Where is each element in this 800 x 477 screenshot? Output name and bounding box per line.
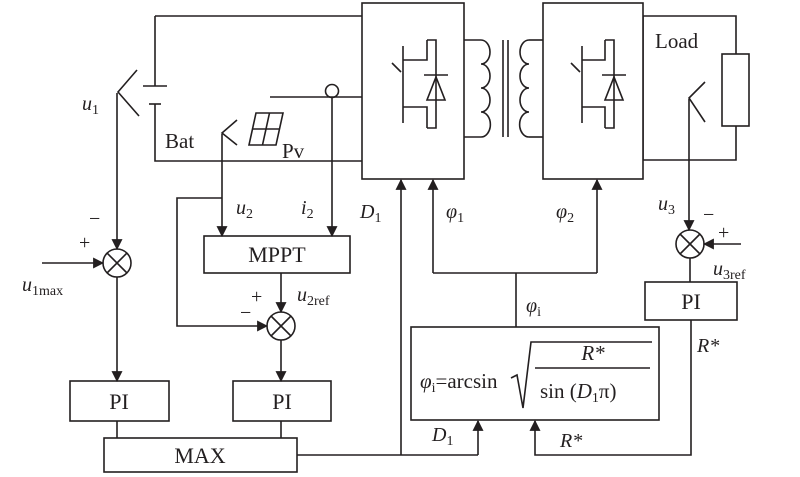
pv-panel-icon <box>248 112 284 146</box>
mppt-label: MPPT <box>248 242 306 267</box>
pi-left-label: PI <box>109 389 129 414</box>
load-resistor <box>721 53 750 127</box>
sum1-plus-sign: + <box>79 232 90 254</box>
pi-block-middle <box>232 380 332 422</box>
sum2-plus-sign: + <box>251 286 262 308</box>
current-sensor <box>324 83 340 99</box>
load-label: Load <box>655 29 699 53</box>
sum3-minus-sign: − <box>703 204 714 226</box>
summing-junction-1 <box>102 248 132 278</box>
phi2-label: φ2 <box>556 201 574 226</box>
converter-2 <box>542 2 644 180</box>
sum3-plus-sign: + <box>718 222 729 244</box>
u1-label: u1 <box>82 93 99 118</box>
u2-label: u2 <box>236 197 253 222</box>
sum2-minus-sign: − <box>240 302 251 324</box>
mppt-block <box>203 235 351 274</box>
d1-top-label: D1 <box>359 201 381 226</box>
phi1-label: φ1 <box>446 201 464 226</box>
max-label: MAX <box>174 443 225 468</box>
pi-middle-label: PI <box>272 389 292 414</box>
pv-label: Pv <box>282 139 305 163</box>
pi-block-left <box>69 380 170 422</box>
summing-junction-3 <box>675 229 705 259</box>
voltage-sensor-u1 <box>116 69 140 117</box>
u2ref-label: u2ref <box>297 284 330 309</box>
u3-label: u3 <box>658 193 675 218</box>
phase-formula: φi=arcsin R* sin (D1π) <box>420 341 652 409</box>
formula-numerator: R* <box>580 341 605 365</box>
formula-denominator: sin (D1π) <box>540 379 617 406</box>
i2-label: i2 <box>301 197 314 222</box>
phii-label: φi <box>526 295 541 320</box>
svg-text:φi=arcsin: φi=arcsin <box>420 369 498 396</box>
u1max-label: u1max <box>22 274 63 299</box>
signal-lines <box>42 93 741 456</box>
converter-1 <box>361 2 465 180</box>
sum1-minus-sign: − <box>89 208 100 230</box>
rstar-bottom-label: R* <box>559 430 582 452</box>
summing-junction-2 <box>266 311 296 341</box>
pi-block-right <box>644 281 738 321</box>
voltage-sensor-u2 <box>220 119 238 146</box>
d1-bottom-label: D1 <box>431 424 453 449</box>
battery-label: Bat <box>165 129 194 153</box>
rstar-right-label: R* <box>696 335 719 357</box>
voltage-sensor-u3 <box>687 81 706 123</box>
transformer <box>464 39 543 138</box>
u3ref-label: u3ref <box>713 258 746 283</box>
pi-right-label: PI <box>681 289 701 314</box>
battery-symbol <box>143 85 167 105</box>
